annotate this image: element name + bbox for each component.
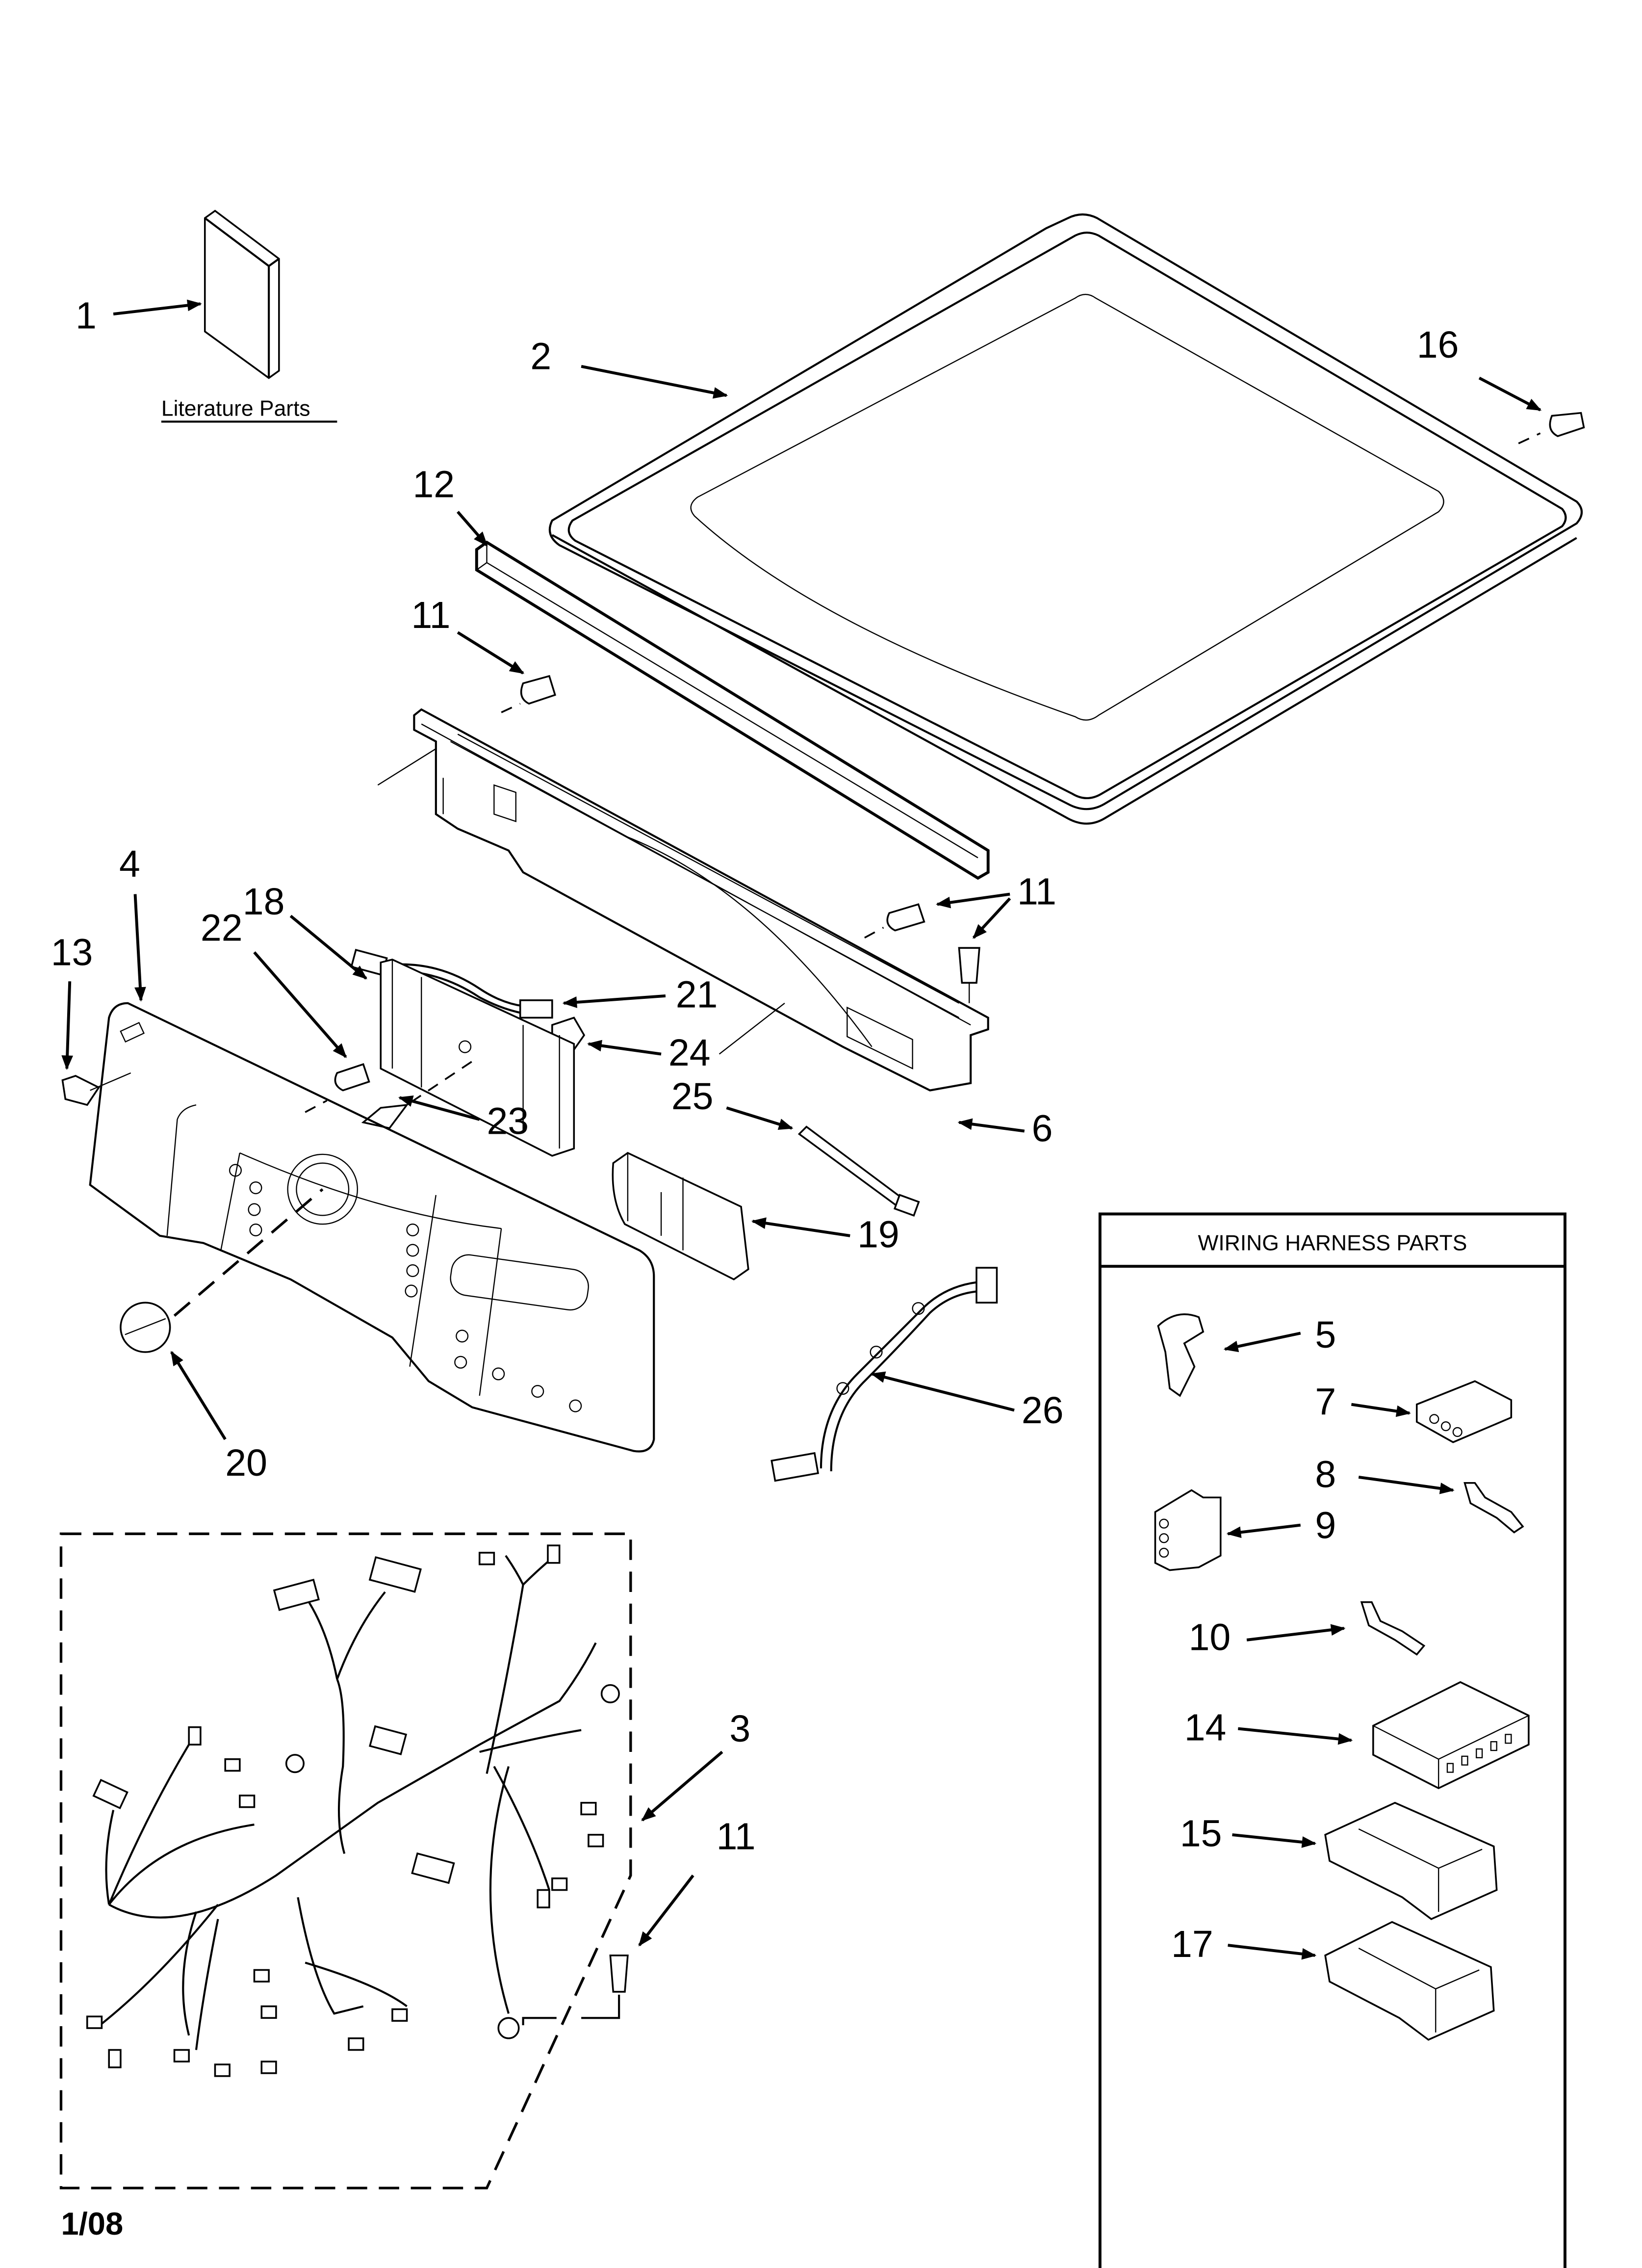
arrow-13 (61, 981, 74, 1070)
connector-housing-9 (1154, 1489, 1222, 1571)
callout-24: 24 (668, 1032, 711, 1074)
wiring-box-title: WIRING HARNESS PARTS (1198, 1231, 1467, 1255)
callout-15: 15 (1180, 1813, 1222, 1855)
console-panel (89, 1002, 655, 1453)
arrow-14 (1238, 1727, 1353, 1745)
arrow-24 (587, 1040, 662, 1056)
leader-24 (718, 1002, 785, 1055)
callout-4: 4 (119, 843, 140, 885)
screw-11-right-vertical (958, 947, 980, 1003)
callout-7: 7 (1315, 1381, 1336, 1423)
screw-16 (1518, 412, 1585, 444)
callout-26: 26 (1022, 1389, 1064, 1432)
harness-clip-5 (1157, 1313, 1205, 1397)
user-interface-board (380, 959, 575, 1157)
callout-13: 13 (51, 932, 93, 974)
arrow-12 (457, 511, 488, 547)
callout-1: 1 (76, 295, 97, 337)
arrow-7 (1351, 1403, 1411, 1417)
callout-18: 18 (243, 881, 285, 923)
callout-9: 9 (1315, 1504, 1336, 1546)
callout-10: 10 (1189, 1616, 1231, 1659)
arrow-2 (581, 365, 728, 399)
arrow-11-top (457, 631, 525, 675)
callout-19: 19 (857, 1214, 899, 1256)
callout-3: 3 (729, 1708, 750, 1750)
arrow-11-right-a (936, 892, 1010, 909)
callout-21: 21 (676, 974, 718, 1016)
date-code: 1/08 (61, 2206, 123, 2242)
callout-20: 20 (225, 1442, 267, 1484)
callout-23: 23 (487, 1100, 529, 1142)
callout-11-bottom: 11 (717, 1816, 756, 1858)
arrow-10 (1246, 1624, 1346, 1642)
arrow-4 (133, 894, 146, 1002)
wiring-harness-parts-box (1098, 1212, 1566, 2268)
screw-11-right-horizontal (864, 903, 925, 938)
connector-housing-15 (1324, 1801, 1498, 1920)
wire-harness-26 (770, 1267, 998, 1482)
cable-tie-25 (797, 1125, 920, 1217)
screw-22 (305, 1063, 370, 1113)
arrow-3 (641, 1750, 723, 1822)
top-panel-strip (475, 540, 990, 880)
harness-dashed-boundary (59, 1532, 632, 2190)
arrow-11-bottom (638, 1875, 694, 1947)
arrow-15 (1232, 1833, 1317, 1848)
arrow-16 (1478, 376, 1542, 412)
callout-17: 17 (1171, 1923, 1213, 1965)
main-wiring-harness (86, 1544, 620, 2077)
arrow-18 (289, 914, 367, 980)
callout-8: 8 (1315, 1454, 1336, 1496)
callout-11-top: 11 (411, 594, 450, 636)
arrow-22 (253, 951, 347, 1058)
arrow-23 (398, 1095, 480, 1121)
callout-5: 5 (1315, 1314, 1336, 1356)
connector-housing-14 (1372, 1681, 1530, 1790)
callout-12: 12 (412, 463, 455, 505)
screw-11-top (501, 675, 557, 713)
callout-6: 6 (1032, 1107, 1053, 1149)
arrow-19 (751, 1217, 850, 1237)
arrow-8 (1358, 1475, 1455, 1494)
literature-parts-label: Literature Parts (161, 397, 310, 421)
callout-22: 22 (201, 907, 243, 949)
terminal-8 (1463, 1482, 1524, 1534)
literature-booklet (204, 209, 280, 379)
connector-housing-7 (1415, 1380, 1513, 1443)
connector-housing-17 (1324, 1921, 1495, 2041)
arrow-1 (113, 299, 202, 316)
arrow-20 (170, 1351, 227, 1440)
console-bracket (377, 708, 989, 1092)
arrow-25 (726, 1106, 794, 1130)
arrow-6 (957, 1118, 1025, 1133)
callout-2: 2 (530, 336, 551, 378)
top-panel (548, 213, 1583, 825)
control-board-19 (612, 1151, 749, 1280)
arrow-26 (870, 1371, 1015, 1412)
badge-13 (61, 1072, 131, 1106)
arrow-17 (1228, 1944, 1317, 1960)
arrow-9 (1226, 1523, 1301, 1538)
callout-11-right: 11 (1017, 870, 1056, 912)
screw-11-bottom (522, 1955, 629, 2026)
terminal-10 (1360, 1601, 1426, 1656)
callout-14: 14 (1184, 1706, 1227, 1748)
arrow-21 (562, 994, 666, 1008)
arrow-11-right-b (972, 897, 1011, 939)
knob-20 (120, 1188, 324, 1353)
arrow-5 (1223, 1331, 1301, 1353)
callout-25: 25 (671, 1075, 714, 1118)
callout-16: 16 (1417, 324, 1459, 366)
